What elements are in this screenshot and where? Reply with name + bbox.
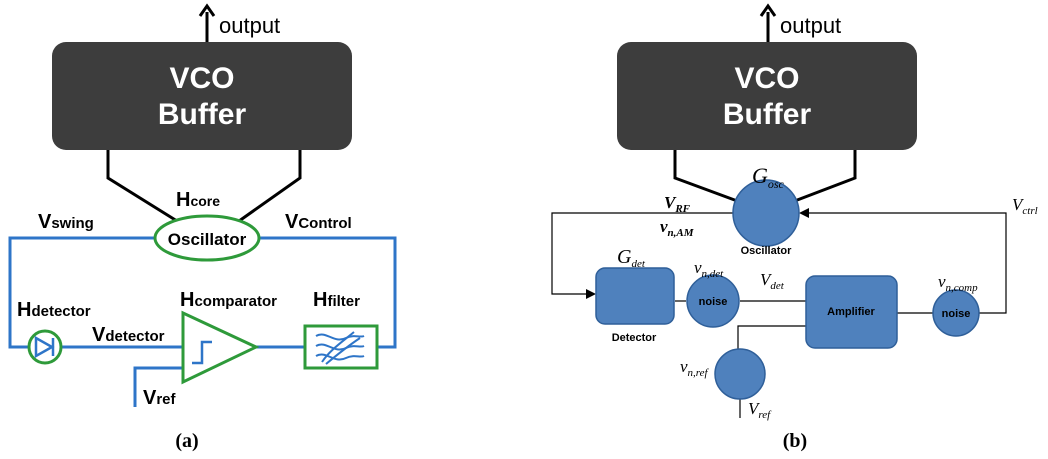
vref-label-b: Vref xyxy=(748,399,772,421)
noise-label-det: noise xyxy=(699,296,728,308)
gosc-label: Gosc xyxy=(752,163,785,191)
hfilter-label: Hfilter xyxy=(313,289,360,311)
hdetector-label: Hdetector xyxy=(17,299,91,321)
filter-box xyxy=(303,324,379,370)
amplifier-block xyxy=(805,275,898,349)
wire-vrf-to-detector xyxy=(551,212,733,299)
vnam-label: vn,AM xyxy=(660,217,695,239)
detector-diode-icon xyxy=(27,329,63,365)
caption-b: (b) xyxy=(783,430,807,452)
oscillator-label-b: Oscillator xyxy=(741,245,792,257)
output-arrowhead-b xyxy=(759,3,777,17)
loop-wire-left-a xyxy=(8,236,155,349)
caption-a: (a) xyxy=(175,430,198,452)
vnref-circle xyxy=(714,348,766,400)
hysteresis-icon xyxy=(192,340,212,365)
buffer-leg-left-b xyxy=(673,150,741,204)
detector-label: Detector xyxy=(612,332,657,344)
vctrl-label: Vctrl xyxy=(1012,195,1038,217)
vswing-label: Vswing xyxy=(38,211,94,233)
noise-circle-det xyxy=(686,274,740,328)
filter-wave-icon xyxy=(315,331,365,365)
vco-buffer-line2-b: Buffer xyxy=(723,98,812,131)
vdetector-label: Vdetector xyxy=(92,324,165,346)
vncomp-label: vn,comp xyxy=(938,272,978,294)
noise-circle-comp xyxy=(932,289,980,337)
output-label-b: output xyxy=(780,13,841,38)
buffer-leg-left-a xyxy=(106,150,186,228)
panel-a: output VCO Buffer Hcore Oscillator Vswin… xyxy=(8,3,397,452)
comparator-triangle xyxy=(181,310,260,385)
vco-buffer-block-a xyxy=(52,42,352,150)
output-label-a: output xyxy=(219,13,280,38)
hcomparator-label: Hcomparator xyxy=(180,289,277,311)
vrf-label: VRF xyxy=(664,193,691,215)
buffer-leg-right-b xyxy=(791,150,857,204)
vco-buffer-block-b xyxy=(617,42,917,150)
panel-b: output VCO Buffer Oscillator Gosc VRF vn… xyxy=(551,3,1038,452)
vref-label-a: Vref xyxy=(143,387,177,409)
vco-buffer-line2-a: Buffer xyxy=(158,98,247,131)
vndet-label: vn,det xyxy=(694,258,724,280)
amplifier-label: Amplifier xyxy=(827,306,875,318)
noise-label-comp: noise xyxy=(942,308,971,320)
oscillator-circle-b xyxy=(732,179,800,247)
loop-wire-right-a xyxy=(259,236,397,349)
oscillator-ellipse-a xyxy=(153,214,261,262)
output-arrowhead-a xyxy=(198,3,216,17)
vcontrol-label: VControl xyxy=(285,211,352,233)
vco-buffer-line1-a: VCO xyxy=(169,62,234,95)
vnref-label: vn,ref xyxy=(680,357,710,379)
detector-block xyxy=(595,267,675,325)
diode-triangle xyxy=(34,335,55,359)
gdet-label: Gdet xyxy=(617,246,646,270)
vco-buffer-line1-b: VCO xyxy=(734,62,799,95)
buffer-leg-right-a xyxy=(231,150,302,228)
hcore-label: Hcore xyxy=(176,189,220,211)
vdet-label: Vdet xyxy=(760,270,785,292)
wire-vref-a xyxy=(133,366,183,407)
oscillator-label-a: Oscillator xyxy=(168,230,247,249)
